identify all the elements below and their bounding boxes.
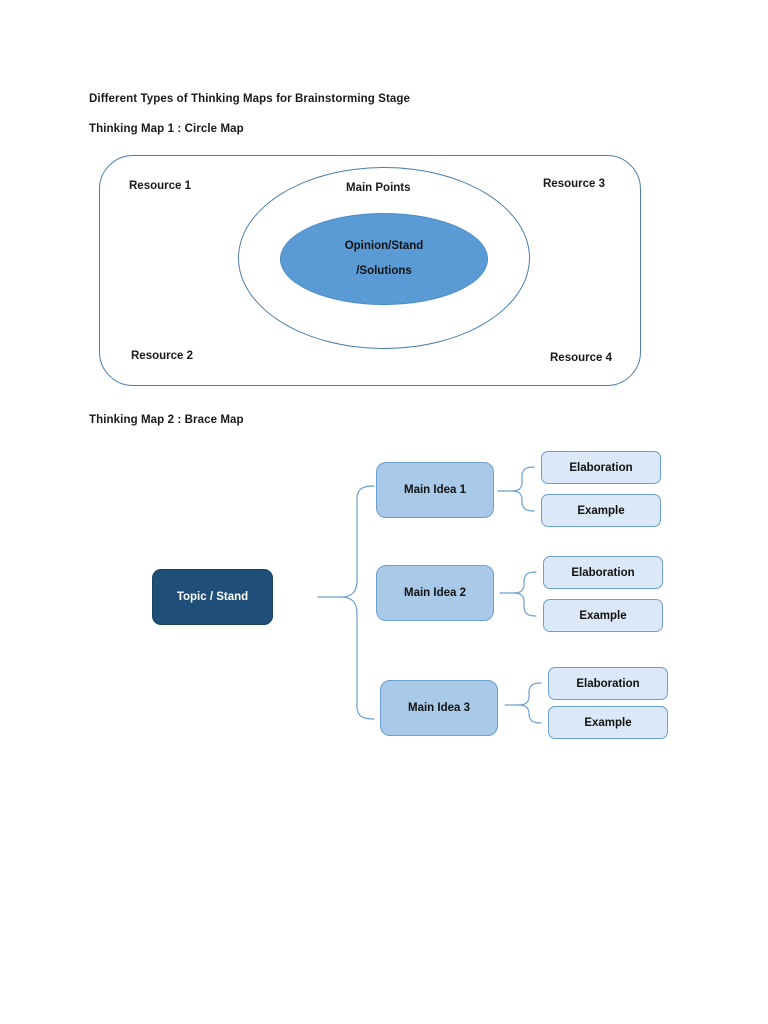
main-idea-label-3: Main Idea 3 — [408, 702, 470, 714]
main-idea-label-2: Main Idea 2 — [404, 587, 466, 599]
sub-brace-3-lower — [518, 704, 542, 724]
circle-map-center-ellipse: Opinion/Stand /Solutions — [280, 213, 488, 305]
elaboration-label-3: Elaboration — [576, 677, 640, 690]
resource-label-3: Resource 3 — [543, 178, 606, 190]
sub-brace-1-lower — [511, 490, 535, 512]
elaboration-label-1: Elaboration — [569, 461, 633, 474]
center-label-line-2: /Solutions — [356, 264, 412, 277]
topic-node[interactable]: Topic / Stand — [152, 569, 273, 625]
circle-map-diagram: Opinion/Stand /Solutions Main Points Res… — [99, 155, 641, 386]
main-brace-upper-arm — [342, 485, 375, 598]
main-idea-node-1[interactable]: Main Idea 1 — [376, 462, 494, 518]
main-idea-node-3[interactable]: Main Idea 3 — [380, 680, 498, 736]
sub-brace-1-upper — [511, 466, 535, 492]
example-node-2[interactable]: Example — [543, 599, 663, 632]
elaboration-label-2: Elaboration — [571, 566, 635, 579]
sub-brace-2-upper — [513, 571, 537, 594]
resource-label-2: Resource 2 — [131, 350, 194, 362]
main-idea-node-2[interactable]: Main Idea 2 — [376, 565, 494, 621]
section-heading-circle-map: Thinking Map 1 : Circle Map — [89, 123, 244, 135]
example-node-1[interactable]: Example — [541, 494, 661, 527]
sub-brace-3-upper — [518, 682, 542, 706]
sub-brace-2-lower — [513, 592, 537, 617]
example-label-1: Example — [577, 504, 625, 517]
example-node-3[interactable]: Example — [548, 706, 668, 739]
example-label-3: Example — [584, 716, 632, 729]
center-label-line-1: Opinion/Stand — [344, 240, 424, 252]
resource-label-4: Resource 4 — [550, 352, 613, 364]
resource-label-1: Resource 1 — [129, 180, 192, 192]
elaboration-node-3[interactable]: Elaboration — [548, 667, 668, 700]
middle-ring-label: Main Points — [346, 182, 411, 194]
elaboration-node-2[interactable]: Elaboration — [543, 556, 663, 589]
topic-node-label: Topic / Stand — [176, 591, 249, 603]
main-brace-lower-arm — [342, 596, 375, 720]
section-heading-brace-map: Thinking Map 2 : Brace Map — [89, 414, 244, 426]
page-title: Different Types of Thinking Maps for Bra… — [89, 93, 411, 105]
elaboration-node-1[interactable]: Elaboration — [541, 451, 661, 484]
example-label-2: Example — [579, 609, 627, 622]
main-idea-label-1: Main Idea 1 — [404, 484, 466, 496]
